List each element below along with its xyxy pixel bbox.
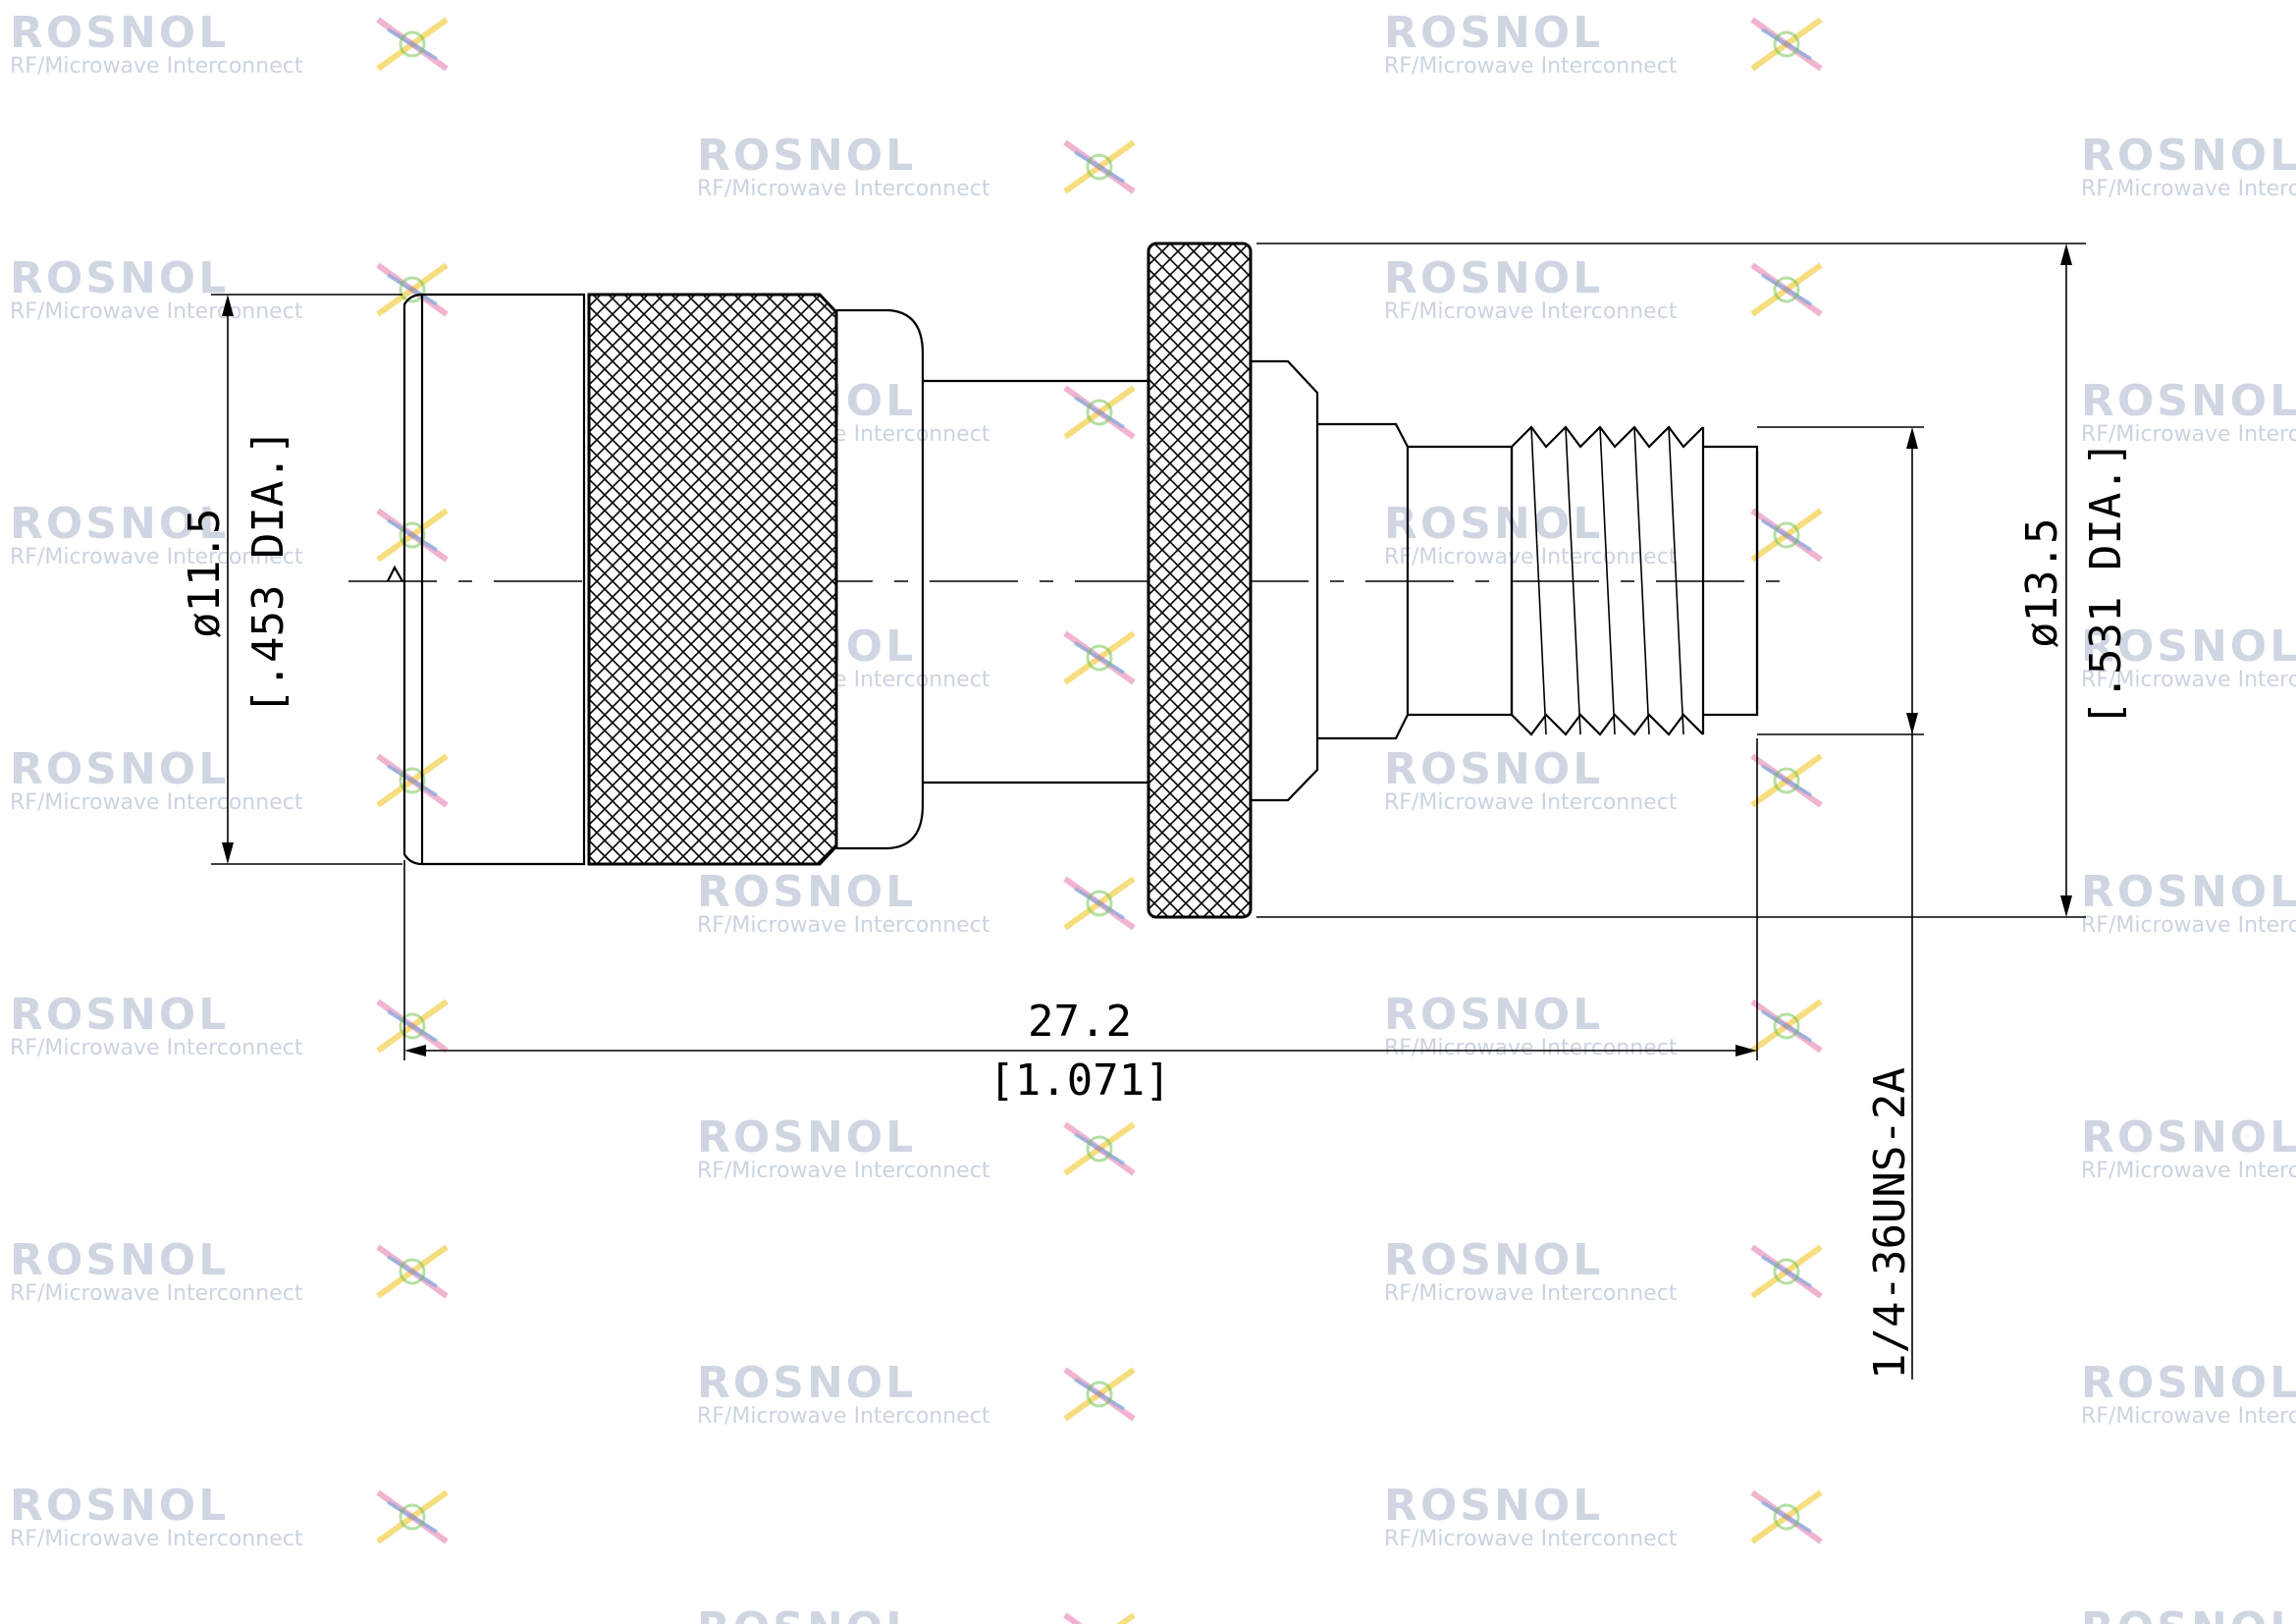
svg-text:RF/Microwave Interconnect: RF/Microwave Interconnect	[10, 1281, 303, 1306]
right-diameter-inch-label: [.531 DIA.]	[2081, 441, 2131, 727]
svg-text:ROSNOL: ROSNOL	[2081, 1603, 2296, 1624]
svg-text:RF/Microwave Interconnect: RF/Microwave Interconnect	[2081, 668, 2296, 692]
svg-text:ROSNOL: ROSNOL	[1384, 1481, 1603, 1531]
svg-text:ROSNOL: ROSNOL	[2081, 622, 2296, 672]
dim-thread: 1/4-36UNS-2A	[1757, 426, 1924, 1380]
svg-text:RF/Microwave Interconnect: RF/Microwave Interconnect	[1384, 790, 1678, 815]
svg-text:ROSNOL: ROSNOL	[2081, 376, 2296, 426]
svg-text:ROSNOL: ROSNOL	[2081, 1358, 2296, 1408]
svg-text:ROSNOL: ROSNOL	[10, 990, 229, 1040]
right-diameter-label: ø13.5	[2017, 518, 2067, 648]
svg-text:RF/Microwave Interconnect: RF/Microwave Interconnect	[2081, 913, 2296, 938]
length-inch-label: [1.071]	[988, 1056, 1170, 1106]
dim-right-diameter: ø13.5 [.531 DIA.]	[1256, 243, 2131, 918]
svg-text:RF/Microwave Interconnect: RF/Microwave Interconnect	[1384, 54, 1678, 79]
left-diameter-label: ø11.5	[180, 509, 230, 638]
knurled-flange	[1147, 242, 1253, 919]
svg-text:RF/Microwave Interconnect: RF/Microwave Interconnect	[1384, 545, 1678, 569]
dim-left-diameter: ø11.5 [.453 DIA.]	[180, 294, 402, 865]
svg-text:ROSNOL: ROSNOL	[1384, 744, 1603, 794]
svg-text:RF/Microwave Interconnect: RF/Microwave Interconnect	[10, 299, 303, 324]
svg-text:RF/Microwave Interconnect: RF/Microwave Interconnect	[1384, 1281, 1678, 1306]
thread-label: 1/4-36UNS-2A	[1865, 1067, 1915, 1380]
svg-text:ROSNOL: ROSNOL	[10, 253, 229, 303]
svg-text:ROSNOL: ROSNOL	[2081, 131, 2296, 181]
knurled-nut-left	[587, 293, 838, 866]
svg-text:ROSNOL: ROSNOL	[697, 1603, 916, 1624]
svg-text:ROSNOL: ROSNOL	[697, 131, 916, 181]
svg-text:RF/Microwave Interconnect: RF/Microwave Interconnect	[2081, 1159, 2296, 1183]
left-diameter-inch-label: [.453 DIA.]	[243, 429, 294, 715]
n-connector-body	[387, 293, 1148, 866]
svg-text:RF/Microwave Interconnect: RF/Microwave Interconnect	[2081, 422, 2296, 447]
svg-text:RF/Microwave Interconnect: RF/Microwave Interconnect	[1384, 1527, 1678, 1551]
svg-text:RF/Microwave Interconnect: RF/Microwave Interconnect	[10, 1036, 303, 1060]
dim-length: 27.2 [1.071]	[403, 738, 1758, 1106]
length-label: 27.2	[1028, 997, 1132, 1047]
thread	[1510, 425, 1759, 736]
svg-text:RF/Microwave Interconnect: RF/Microwave Interconnect	[697, 1159, 990, 1183]
svg-text:ROSNOL: ROSNOL	[10, 744, 229, 794]
svg-text:ROSNOL: ROSNOL	[10, 1235, 229, 1285]
svg-text:ROSNOL: ROSNOL	[1384, 253, 1603, 303]
svg-text:ROSNOL: ROSNOL	[1384, 8, 1603, 58]
svg-text:ROSNOL: ROSNOL	[10, 8, 229, 58]
svg-text:ROSNOL: ROSNOL	[697, 867, 916, 917]
svg-text:RF/Microwave Interconnect: RF/Microwave Interconnect	[697, 1404, 990, 1429]
svg-text:RF/Microwave Interconnect: RF/Microwave Interconnect	[697, 177, 990, 201]
svg-text:RF/Microwave Interconnect: RF/Microwave Interconnect	[2081, 1404, 2296, 1429]
svg-text:ROSNOL: ROSNOL	[10, 1481, 229, 1531]
svg-text:ROSNOL: ROSNOL	[1384, 499, 1603, 549]
svg-text:RF/Microwave Interconnect: RF/Microwave Interconnect	[10, 545, 303, 569]
svg-text:RF/Microwave Interconnect: RF/Microwave Interconnect	[2081, 177, 2296, 201]
svg-text:RF/Microwave Interconnect: RF/Microwave Interconnect	[10, 1527, 303, 1551]
svg-text:ROSNOL: ROSNOL	[10, 499, 229, 549]
sma-connector-body	[1251, 359, 1759, 802]
svg-text:ROSNOL: ROSNOL	[1384, 1235, 1603, 1285]
svg-text:RF/Microwave Interconnect: RF/Microwave Interconnect	[697, 913, 990, 938]
svg-text:RF/Microwave Interconnect: RF/Microwave Interconnect	[10, 54, 303, 79]
svg-text:ROSNOL: ROSNOL	[2081, 867, 2296, 917]
svg-text:ROSNOL: ROSNOL	[697, 1358, 916, 1408]
svg-text:ROSNOL: ROSNOL	[2081, 1112, 2296, 1163]
svg-text:ROSNOL: ROSNOL	[1384, 990, 1603, 1040]
svg-text:ROSNOL: ROSNOL	[697, 1112, 916, 1163]
svg-text:RF/Microwave Interconnect: RF/Microwave Interconnect	[10, 790, 303, 815]
svg-text:RF/Microwave Interconnect: RF/Microwave Interconnect	[1384, 1036, 1678, 1060]
svg-text:RF/Microwave Interconnect: RF/Microwave Interconnect	[1384, 299, 1678, 324]
